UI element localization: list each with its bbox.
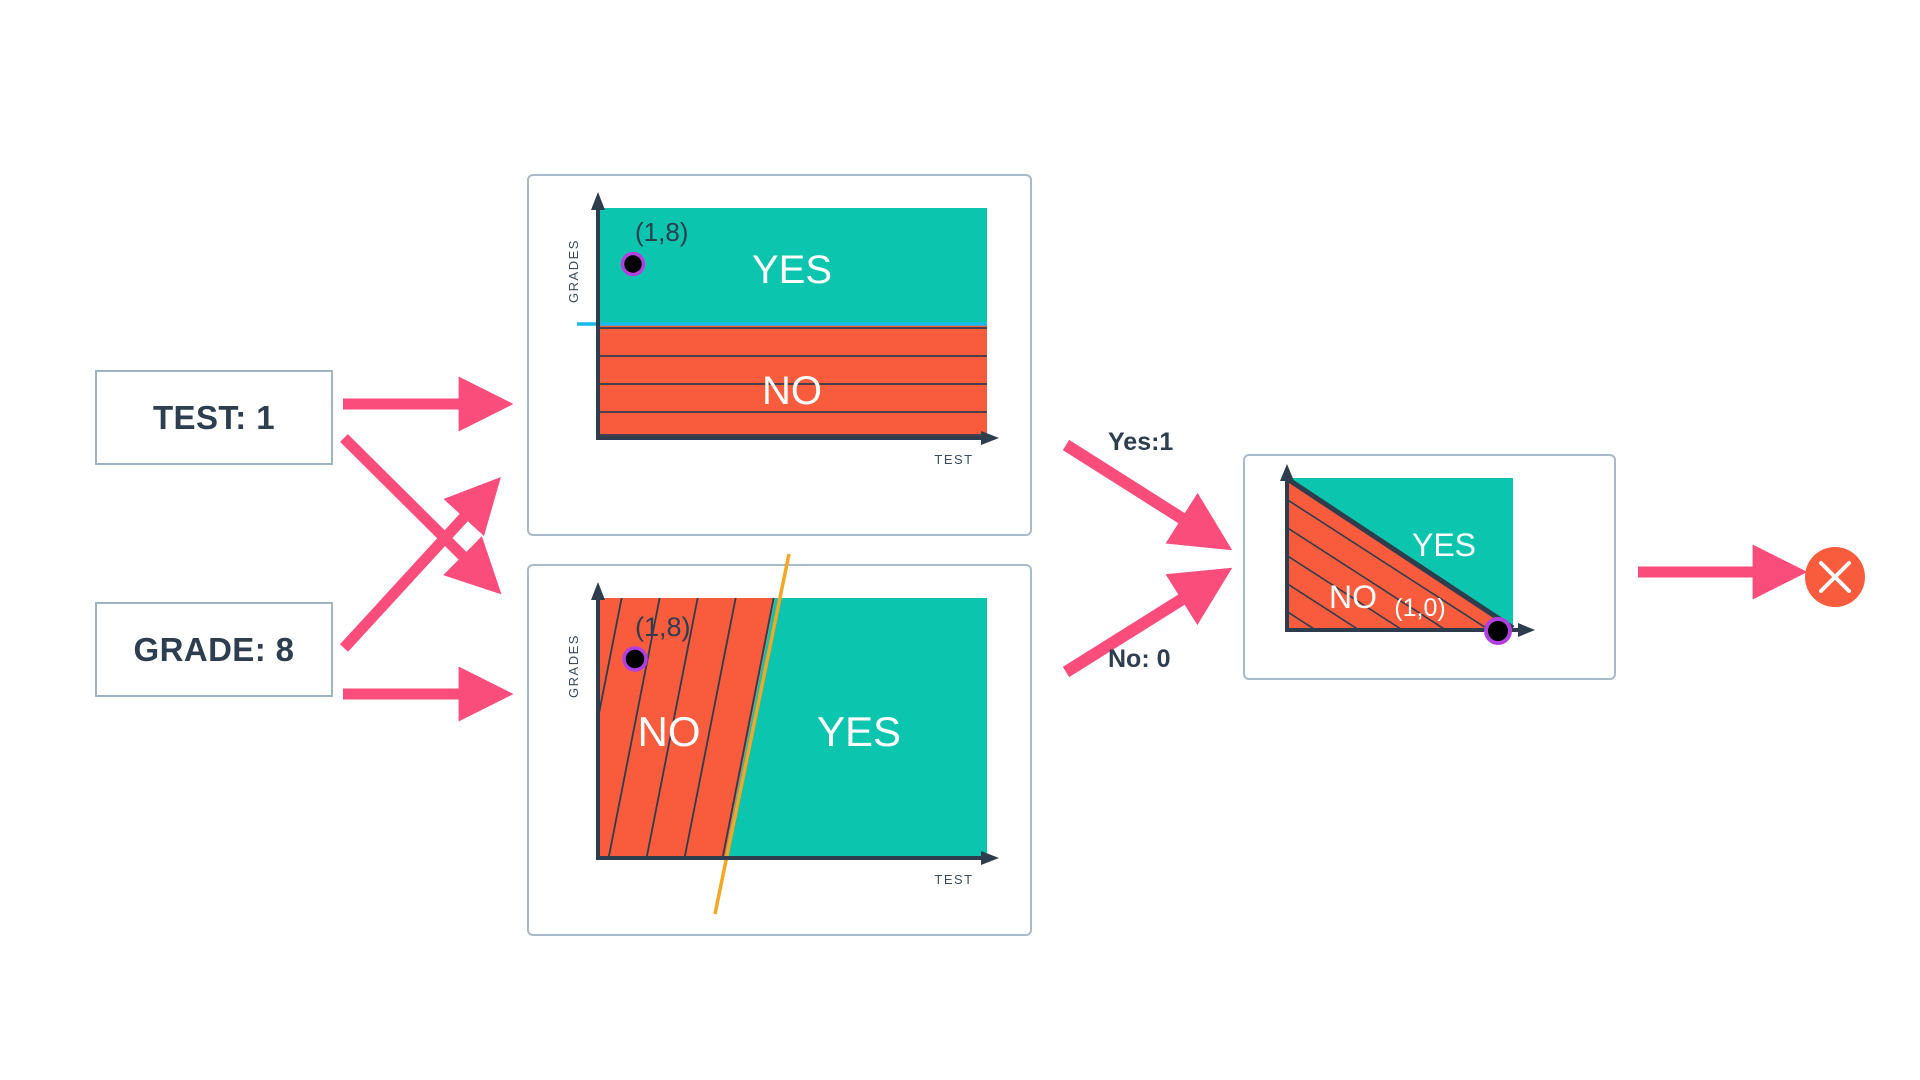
flow-label-yes-one: Yes:1 <box>1108 428 1174 456</box>
axes-right <box>1285 474 1520 632</box>
y-axis-arrowhead-right <box>1280 464 1294 481</box>
region-yes-top <box>597 208 987 324</box>
data-point-bottom <box>622 646 648 672</box>
region-label-yes-right: YES <box>1412 527 1476 563</box>
region-label-no-top: NO <box>762 369 822 413</box>
input-box-grade[interactable]: GRADE: 8 <box>95 602 333 697</box>
x-axis-title-bottom: TEST <box>934 872 973 887</box>
arrow-test-to-bottom-chart <box>340 434 502 595</box>
hatch-horizontal-top <box>597 327 987 436</box>
y-axis-title-bottom: GRADES <box>566 634 581 698</box>
input-box-grade-label: GRADE: 8 <box>133 630 295 668</box>
region-label-yes-top: YES <box>752 248 832 292</box>
y-axis-arrowhead-bottom <box>591 582 605 600</box>
arrow-grade-to-top-chart <box>339 477 501 652</box>
x-axis-title-top: TEST <box>934 452 973 467</box>
region-label-no-bottom: NO <box>638 708 701 755</box>
point-label-right: (1,0) <box>1394 594 1445 622</box>
boundary-line-diagonal <box>1284 475 1515 631</box>
data-point-top <box>620 251 646 277</box>
data-point-right <box>1484 617 1512 645</box>
input-box-test-label: TEST: 1 <box>153 398 275 436</box>
chart-panel-test-threshold[interactable]: NO YES (1,8) GRADES TEST <box>527 553 1032 936</box>
arrow-yes-to-combined <box>1062 439 1233 551</box>
close-icon <box>1819 561 1851 593</box>
boundary-line-orange <box>713 553 791 915</box>
x-axis-arrowhead-top <box>981 431 999 445</box>
x-axis-arrowhead-bottom <box>981 851 999 865</box>
chart-panel-grades-threshold[interactable]: YES NO (1,8) GRADES TEST <box>527 174 1032 536</box>
chart-panel-combined-and[interactable]: YES NO (1,0) <box>1243 454 1616 680</box>
region-yes-bottom <box>725 598 987 856</box>
axes-bottom <box>596 594 984 860</box>
input-box-test[interactable]: TEST: 1 <box>95 370 333 465</box>
region-label-no-right: NO <box>1329 579 1377 615</box>
flow-label-no-zero: No: 0 <box>1108 645 1171 673</box>
region-label-yes-bottom: YES <box>817 708 901 755</box>
y-axis-arrowhead-top <box>591 192 605 210</box>
result-circle-x-icon[interactable] <box>1803 545 1867 609</box>
point-label-bottom: (1,8) <box>635 612 691 642</box>
axes-top <box>596 204 984 440</box>
y-axis-title-top: GRADES <box>566 239 581 303</box>
point-label-top: (1,8) <box>635 217 688 247</box>
x-axis-arrowhead-right <box>1518 623 1535 637</box>
region-no-top <box>597 324 987 436</box>
